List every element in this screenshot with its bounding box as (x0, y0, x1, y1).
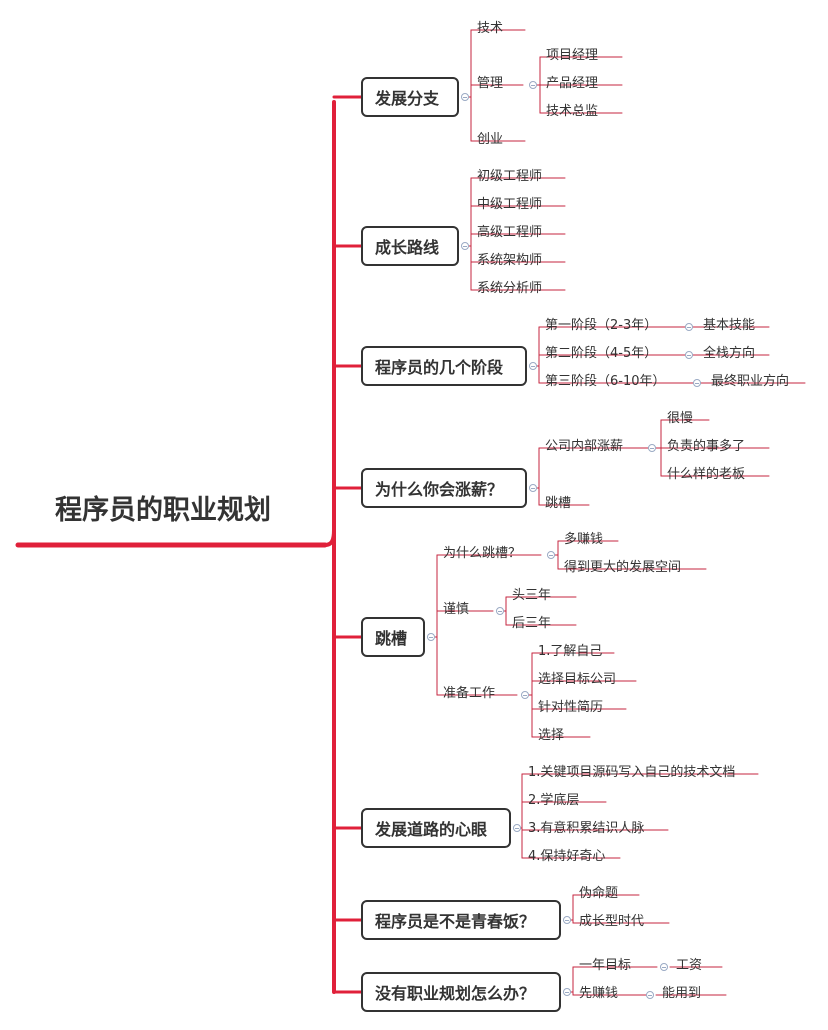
leaf-topic[interactable]: 技术总监 (546, 104, 599, 119)
collapse-toggle-icon[interactable] (521, 691, 529, 699)
main-topic[interactable]: 发展分支 (361, 77, 459, 117)
main-topic[interactable]: 程序员的几个阶段 (361, 346, 527, 386)
sub-topic[interactable]: 管理 (477, 76, 504, 91)
leaf-topic[interactable]: 4.保持好奇心 (528, 849, 606, 864)
leaf-topic[interactable]: 高级工程师 (477, 225, 543, 240)
collapse-toggle-icon[interactable] (529, 484, 537, 492)
leaf-topic[interactable]: 系统架构师 (477, 253, 543, 268)
sub-topic[interactable]: 技术 (477, 21, 504, 36)
collapse-toggle-icon[interactable] (461, 93, 469, 101)
main-topic[interactable]: 程序员是不是青春饭？ (361, 900, 561, 940)
sub-topic[interactable]: 公司内部涨薪 (545, 439, 624, 454)
leaf-topic[interactable]: 基本技能 (703, 318, 756, 333)
sub-topic[interactable]: 创业 (477, 132, 504, 147)
collapse-toggle-icon[interactable] (693, 379, 701, 387)
sub-topic[interactable]: 准备工作 (443, 686, 496, 701)
main-topic[interactable]: 为什么你会涨薪？ (361, 468, 527, 508)
collapse-toggle-icon[interactable] (513, 824, 521, 832)
main-topic[interactable]: 成长路线 (361, 226, 459, 266)
collapse-toggle-icon[interactable] (563, 988, 571, 996)
leaf-topic[interactable]: 项目经理 (546, 48, 599, 63)
collapse-toggle-icon[interactable] (496, 607, 504, 615)
leaf-topic[interactable]: 选择目标公司 (538, 672, 617, 687)
collapse-toggle-icon[interactable] (660, 963, 668, 971)
collapse-toggle-icon[interactable] (529, 81, 537, 89)
stage-topic[interactable]: 第三阶段（6-10年） (545, 374, 666, 389)
sub-topic[interactable]: 一年目标 (579, 958, 632, 973)
sub-topic[interactable]: 谨慎 (443, 602, 470, 617)
leaf-topic[interactable]: 后三年 (512, 616, 552, 631)
main-topic[interactable]: 跳槽 (361, 617, 425, 657)
leaf-topic[interactable]: 1.关键项目源码写入自己的技术文档 (528, 765, 736, 780)
leaf-topic[interactable]: 头三年 (512, 588, 552, 603)
sub-topic[interactable]: 先赚钱 (579, 986, 619, 1001)
main-topic[interactable]: 没有职业规划怎么办？ (361, 972, 561, 1012)
leaf-topic[interactable]: 初级工程师 (477, 169, 543, 184)
sub-topic[interactable]: 跳槽 (545, 496, 572, 511)
stage-topic[interactable]: 第二阶段（4-5年） (545, 346, 658, 361)
leaf-topic[interactable]: 中级工程师 (477, 197, 543, 212)
leaf-topic[interactable]: 系统分析师 (477, 281, 543, 296)
leaf-topic[interactable]: 得到更大的发展空间 (564, 560, 682, 575)
main-topic[interactable]: 发展道路的心眼 (361, 808, 511, 848)
leaf-topic[interactable]: 针对性简历 (538, 700, 604, 715)
leaf-topic[interactable]: 产品经理 (546, 76, 599, 91)
leaf-topic[interactable]: 很慢 (667, 411, 694, 426)
leaf-topic[interactable]: 伪命题 (579, 886, 619, 901)
collapse-toggle-icon[interactable] (646, 991, 654, 999)
sub-topic[interactable]: 为什么跳槽？ (443, 546, 522, 561)
collapse-toggle-icon[interactable] (547, 551, 555, 559)
leaf-topic[interactable]: 负责的事多了 (667, 439, 746, 454)
collapse-toggle-icon[interactable] (563, 916, 571, 924)
collapse-toggle-icon[interactable] (529, 362, 537, 370)
collapse-toggle-icon[interactable] (461, 242, 469, 250)
leaf-topic[interactable]: 什么样的老板 (667, 467, 746, 482)
collapse-toggle-icon[interactable] (685, 351, 693, 359)
leaf-topic[interactable]: 多赚钱 (564, 532, 604, 547)
leaf-topic[interactable]: 工资 (676, 958, 703, 973)
root-to-trunk (324, 529, 336, 547)
leaf-topic[interactable]: 成长型时代 (579, 914, 645, 929)
collapse-toggle-icon[interactable] (648, 444, 656, 452)
stage-topic[interactable]: 第一阶段（2-3年） (545, 318, 658, 333)
leaf-topic[interactable]: 2.学底层 (528, 793, 580, 808)
leaf-topic[interactable]: 最终职业方向 (711, 374, 790, 389)
leaf-topic[interactable]: 3.有意积累结识人脉 (528, 821, 645, 836)
root-topic[interactable]: 程序员的职业规划 (55, 495, 271, 526)
leaf-topic[interactable]: 全栈方向 (703, 346, 756, 361)
leaf-topic[interactable]: 能用到 (662, 986, 702, 1001)
leaf-topic[interactable]: 选择 (538, 728, 565, 743)
collapse-toggle-icon[interactable] (685, 323, 693, 331)
leaf-topic[interactable]: 1.了解自己 (538, 644, 603, 659)
collapse-toggle-icon[interactable] (427, 633, 435, 641)
